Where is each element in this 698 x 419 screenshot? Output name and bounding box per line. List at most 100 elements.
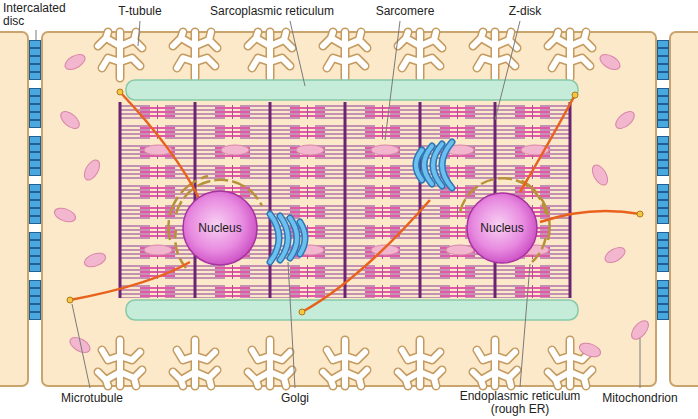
t-tubule bbox=[323, 32, 367, 78]
cell-membrane bbox=[0, 32, 28, 386]
mitochondrion bbox=[67, 334, 92, 355]
golgi bbox=[416, 150, 422, 180]
microtubule-end bbox=[117, 89, 123, 95]
nucleus: Nucleus bbox=[182, 190, 258, 266]
golgi bbox=[290, 218, 297, 258]
z-disk bbox=[569, 102, 572, 298]
golgi bbox=[270, 142, 452, 262]
leader-line bbox=[290, 21, 305, 86]
intercalated-disc bbox=[657, 184, 669, 224]
t-tubule bbox=[323, 340, 367, 386]
microtubule-end bbox=[637, 211, 643, 217]
leader-line bbox=[288, 262, 295, 388]
golgi bbox=[290, 218, 297, 258]
leader-line bbox=[520, 264, 530, 387]
mitochondrion bbox=[144, 245, 172, 255]
microtubule bbox=[540, 211, 640, 222]
intercalated-disc bbox=[657, 40, 669, 80]
t-tubule bbox=[173, 32, 217, 78]
intercalated-disc bbox=[657, 88, 669, 128]
part-label: Z-disk bbox=[509, 5, 542, 18]
mitochondrion bbox=[578, 341, 603, 360]
z-disk bbox=[120, 102, 570, 298]
cell-membrane bbox=[670, 32, 698, 386]
golgi bbox=[424, 146, 432, 184]
golgi bbox=[280, 216, 288, 260]
mitochondrion bbox=[58, 108, 83, 131]
part-label: T-tubule bbox=[118, 5, 161, 18]
mitochondrion bbox=[602, 244, 627, 265]
t-tubule bbox=[398, 32, 442, 78]
t-tubule bbox=[248, 32, 292, 78]
t-tubule bbox=[173, 340, 217, 386]
t-tubule bbox=[98, 340, 142, 386]
microtubule bbox=[520, 95, 575, 192]
mitochondrion bbox=[589, 162, 610, 187]
golgi bbox=[300, 222, 305, 254]
part-label: Sarcoplasmic reticulum bbox=[210, 5, 334, 18]
part-label: Golgi bbox=[281, 392, 309, 405]
microtubule-end bbox=[67, 89, 643, 315]
nucleus-shape bbox=[467, 193, 537, 263]
leader-line bbox=[72, 304, 90, 388]
golgi bbox=[442, 142, 452, 188]
myofibril bbox=[120, 102, 570, 298]
t-tubule bbox=[473, 32, 517, 78]
t-tubule bbox=[548, 32, 592, 78]
t-tubule bbox=[248, 340, 292, 386]
mitochondrion bbox=[83, 251, 108, 270]
intercalated-disc bbox=[29, 136, 41, 176]
t-tubule bbox=[473, 340, 517, 386]
sarcoplasmic-reticulum bbox=[126, 80, 578, 100]
leader-line bbox=[138, 21, 140, 46]
intercalated-disc bbox=[657, 280, 669, 320]
microtubule-end bbox=[299, 309, 305, 315]
microtubule bbox=[70, 262, 190, 300]
mitochondrion bbox=[371, 145, 399, 155]
mitochondrion bbox=[296, 145, 324, 155]
intercalated-disc bbox=[29, 184, 41, 224]
cell-membrane bbox=[0, 32, 698, 386]
intercalated-disc bbox=[29, 88, 41, 128]
cell-membrane bbox=[42, 32, 656, 386]
z-disk bbox=[344, 102, 347, 298]
microtubule bbox=[302, 200, 430, 312]
mitochondrion bbox=[53, 206, 78, 225]
nucleus-shape bbox=[183, 191, 257, 265]
golgi bbox=[270, 142, 452, 262]
microtubule-end bbox=[572, 92, 578, 98]
golgi bbox=[270, 214, 279, 262]
microtubule bbox=[120, 92, 200, 200]
golgi bbox=[433, 144, 442, 186]
rough-er bbox=[168, 176, 549, 268]
golgi bbox=[424, 146, 432, 184]
nucleus-label: Nucleus bbox=[480, 221, 523, 235]
golgi bbox=[416, 150, 422, 180]
intercalated-disc bbox=[29, 280, 41, 320]
part-label: Microtubule bbox=[61, 392, 123, 405]
golgi bbox=[270, 214, 279, 262]
intercalated-disc bbox=[657, 232, 669, 272]
part-label: Endoplasmic reticulum (rough ER) bbox=[450, 390, 590, 416]
z-disk bbox=[419, 102, 422, 298]
t-tubule bbox=[398, 340, 442, 386]
t-tubule bbox=[98, 32, 142, 78]
mitochondrion bbox=[446, 245, 474, 255]
microtubule bbox=[70, 92, 640, 312]
mitochondrion bbox=[53, 51, 652, 359]
sarcoplasmic-reticulum bbox=[126, 300, 578, 320]
leader-line bbox=[385, 21, 400, 140]
leader-line bbox=[36, 30, 37, 40]
z-disk bbox=[269, 102, 272, 298]
nucleus-label: Nucleus bbox=[198, 221, 241, 235]
myofibril bbox=[120, 102, 570, 298]
leader-line bbox=[36, 21, 640, 388]
golgi bbox=[300, 222, 305, 254]
intercalated-disc bbox=[657, 136, 669, 176]
leader-line bbox=[495, 21, 520, 120]
mitochondrion bbox=[597, 51, 622, 72]
t-tubule bbox=[98, 32, 592, 386]
